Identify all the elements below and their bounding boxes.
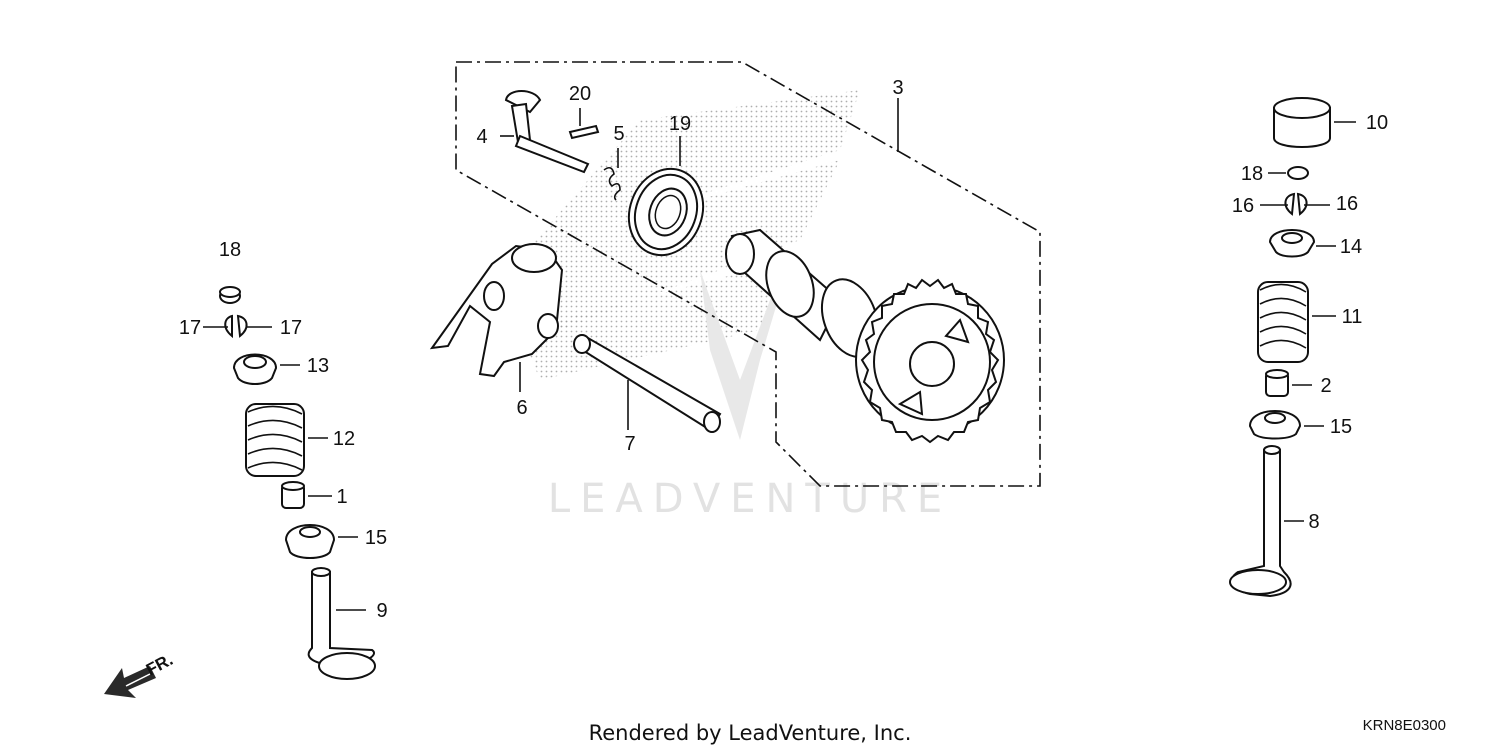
label-19: 19 (669, 113, 691, 135)
label-5: 5 (613, 123, 624, 145)
label-12: 12 (333, 428, 355, 450)
bearing (627, 136, 705, 257)
spring-retainer-left (232, 353, 300, 385)
rocker-arm (429, 243, 564, 392)
label-9: 9 (376, 600, 387, 622)
footer-credit: Rendered by LeadVenture, Inc. (589, 721, 912, 745)
spring-seat-left (284, 524, 358, 559)
label-15-left: 15 (365, 527, 387, 549)
valve-lifter (1273, 97, 1356, 148)
spring-seat-right (1248, 410, 1324, 440)
label-11: 11 (1342, 306, 1363, 328)
label-17-right: 17 (280, 317, 302, 339)
label-2: 2 (1320, 375, 1331, 397)
valve-cap-right (1268, 166, 1309, 180)
spring-retainer-right (1268, 229, 1336, 258)
label-15-right: 15 (1330, 416, 1352, 438)
label-13: 13 (307, 355, 329, 377)
label-18-left: 18 (219, 239, 241, 261)
camshaft (725, 98, 1005, 444)
valve-cap-left (219, 286, 241, 304)
label-14: 14 (1340, 236, 1362, 258)
intake-valve (1229, 445, 1304, 598)
label-6: 6 (516, 397, 527, 419)
rocker-shaft (573, 334, 722, 433)
label-1: 1 (336, 486, 347, 508)
label-4: 4 (476, 126, 487, 148)
valve-spring-left (245, 403, 328, 477)
label-16-left: 16 (1232, 195, 1254, 217)
label-10: 10 (1366, 112, 1388, 134)
label-3: 3 (892, 77, 903, 99)
label-16-right: 16 (1336, 193, 1358, 215)
diagram-code: KRN8E0300 (1363, 717, 1446, 734)
label-17-left: 17 (179, 317, 201, 339)
watermark-text: LEADVENTURE (548, 476, 952, 522)
stem-seal-left (281, 481, 332, 509)
front-direction-arrow: FR. (104, 650, 176, 698)
label-7: 7 (624, 433, 635, 455)
assembly-boundary (455, 61, 1041, 487)
valve-cotters-left (203, 314, 272, 339)
valve-cotters-right (1260, 192, 1330, 216)
stem-seal-right (1265, 369, 1312, 397)
pin (568, 108, 600, 140)
valve-spring-right (1257, 281, 1336, 363)
decompressor-shaft (500, 90, 590, 174)
decompressor-spring (603, 148, 621, 201)
label-8: 8 (1308, 511, 1319, 533)
label-18-right: 18 (1241, 163, 1263, 185)
exhaust-valve (307, 567, 376, 680)
label-20: 20 (569, 83, 591, 105)
